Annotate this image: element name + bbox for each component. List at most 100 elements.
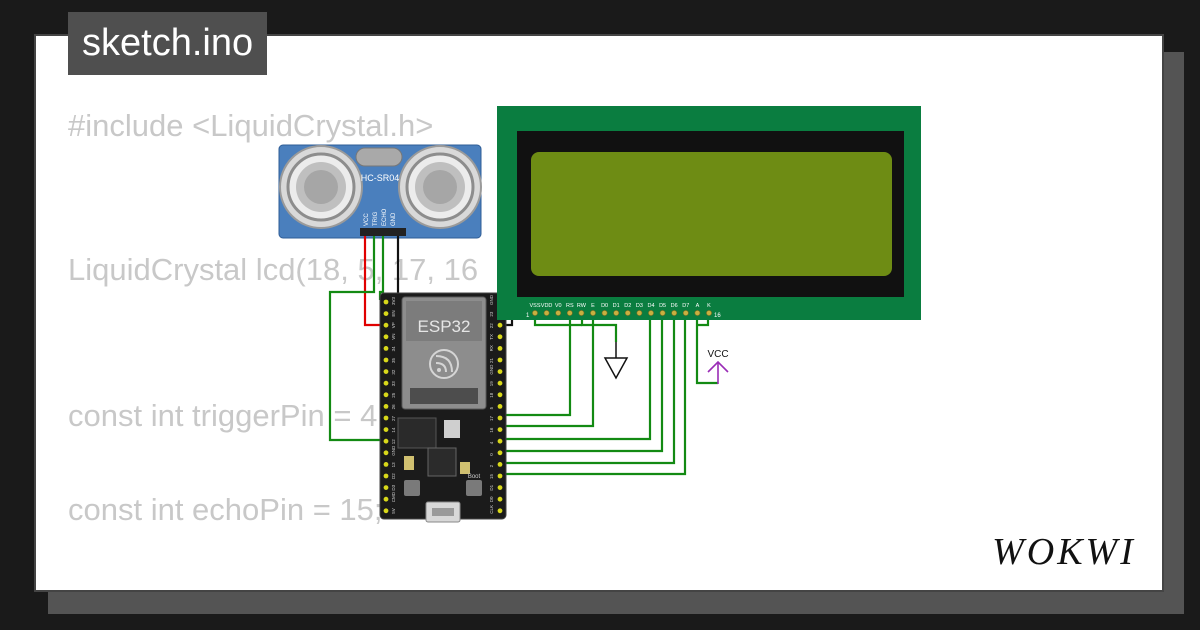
mcu-pin-label: 0 [489, 453, 494, 456]
mcu-pin[interactable] [497, 346, 503, 351]
lcd-first-pin-index: 1 [526, 313, 530, 319]
mcu-pin[interactable] [383, 334, 389, 340]
mcu-pin-label: GND [391, 445, 396, 456]
mcu-pin-label: 12 [391, 439, 396, 445]
wires [328, 236, 718, 476]
wire-rs [500, 313, 572, 417]
lcd-pin[interactable] [648, 310, 654, 316]
mcu-pin[interactable] [383, 392, 389, 398]
wire-vcc [363, 236, 386, 327]
brand-name: WOKWI [992, 531, 1136, 573]
mcu-name: ESP32 [418, 317, 471, 336]
lcd-pin[interactable] [590, 310, 596, 316]
vcc-arrow-icon: VCC [707, 349, 729, 384]
lcd-pin[interactable] [532, 310, 538, 316]
lcd-pin[interactable] [566, 310, 573, 316]
mcu-pin[interactable] [383, 346, 389, 351]
mcu-pin[interactable] [497, 369, 503, 374]
mcu-pin-label: D3 [391, 484, 396, 490]
lcd-pin[interactable] [694, 310, 701, 316]
mcu-pin[interactable] [497, 357, 503, 363]
lcd-pin[interactable] [543, 310, 550, 316]
lcd-pin[interactable] [682, 310, 689, 316]
espressif-logo-icon [429, 349, 459, 379]
mcu-pin-label: CLK [489, 505, 494, 514]
lcd-pin[interactable] [613, 310, 620, 316]
mcu-pin-label: GND [489, 364, 494, 375]
mcu-pin[interactable] [383, 485, 389, 490]
mcu-pin[interactable] [497, 508, 503, 514]
mcu-pin[interactable] [383, 438, 389, 444]
wire-trig [328, 236, 386, 442]
mcu-pin[interactable] [497, 473, 503, 479]
mcu-pin[interactable] [383, 450, 389, 456]
esp32-board[interactable]: ESP32 Boot 3V3ENVPVN343532332526271412GN… [379, 292, 507, 523]
mcu-pin-label: 35 [391, 357, 396, 363]
code-line-echo: const int echoPin = 15; [68, 492, 383, 527]
vcc-label: VCC [707, 349, 728, 360]
lcd-pin-label: D0 [601, 303, 608, 309]
lcd-pin-label: D2 [624, 303, 631, 309]
mcu-pin-label: 21 [489, 357, 494, 363]
mcu-pin-label: 27 [391, 415, 396, 421]
lcd-pin[interactable] [659, 310, 666, 316]
lcd-pin[interactable] [578, 310, 585, 316]
mcu-pin[interactable] [497, 415, 503, 421]
wire-d6 [500, 313, 676, 465]
mcu-pin[interactable] [497, 485, 503, 490]
mcu-pin-label: 13 [391, 462, 396, 468]
ground-icon [603, 342, 629, 380]
lcd-pin[interactable] [671, 310, 678, 316]
lcd-pin-label: RS [566, 303, 574, 309]
mcu-pin-label: VN [391, 334, 396, 340]
lcd-pin-label: K [707, 303, 711, 309]
mcu-pin[interactable] [383, 299, 389, 305]
mcu-pin[interactable] [383, 473, 389, 479]
lcd-pin-label: D5 [659, 303, 666, 309]
mcu-pin[interactable] [383, 415, 389, 421]
mcu-pin[interactable] [497, 450, 503, 456]
mcu-pin[interactable] [383, 427, 389, 432]
mcu-pin[interactable] [383, 311, 389, 316]
lcd-pin[interactable] [555, 310, 562, 316]
sensor-pin-label: GND [391, 212, 397, 226]
mcu-pin[interactable] [383, 380, 389, 386]
mcu-pin-label: 5V [391, 508, 396, 514]
mcu-pin[interactable] [497, 322, 503, 328]
lcd-pin[interactable] [636, 310, 643, 316]
mcu-pin[interactable] [497, 496, 503, 502]
mcu-pin[interactable] [497, 462, 503, 467]
mcu-pin[interactable] [383, 357, 389, 363]
lcd-pin[interactable] [624, 310, 631, 316]
mcu-pin-label: 34 [391, 346, 396, 352]
mcu-pin-label: 15 [489, 473, 494, 479]
ultrasonic-sensor[interactable]: HC-SR04 VCC TRIG ECHO GND [278, 144, 482, 239]
sensor-name: HC-SR04 [361, 173, 400, 183]
mcu-pin[interactable] [383, 322, 389, 328]
file-tab[interactable]: sketch.ino [68, 12, 268, 75]
lcd-pin-label: D3 [636, 303, 643, 309]
mcu-pin[interactable] [383, 508, 389, 514]
mcu-pin[interactable] [383, 462, 389, 467]
wire-d7 [500, 313, 687, 476]
mcu-pin[interactable] [383, 496, 389, 502]
lcd-pin-label: D6 [671, 303, 678, 309]
mcu-pin-label: 22 [489, 323, 494, 329]
sensor-transducer-right [398, 145, 482, 229]
lcd-pin[interactable] [601, 310, 608, 316]
mcu-pin[interactable] [497, 438, 503, 444]
mcu-pin-label: 26 [391, 404, 396, 410]
mcu-pin-label: 4 [489, 441, 494, 444]
code-line-include: #include <LiquidCrystal.h> [68, 108, 434, 143]
mcu-pin[interactable] [497, 380, 503, 386]
mcu-pin[interactable] [497, 427, 503, 432]
mcu-pin[interactable] [497, 334, 503, 340]
mcu-pin[interactable] [497, 404, 503, 409]
mcu-pin[interactable] [497, 392, 503, 398]
lcd-pin-label: RW [577, 303, 587, 309]
mcu-pin[interactable] [383, 404, 389, 409]
lcd-pin[interactable] [706, 310, 712, 316]
mcu-pin[interactable] [383, 369, 389, 374]
